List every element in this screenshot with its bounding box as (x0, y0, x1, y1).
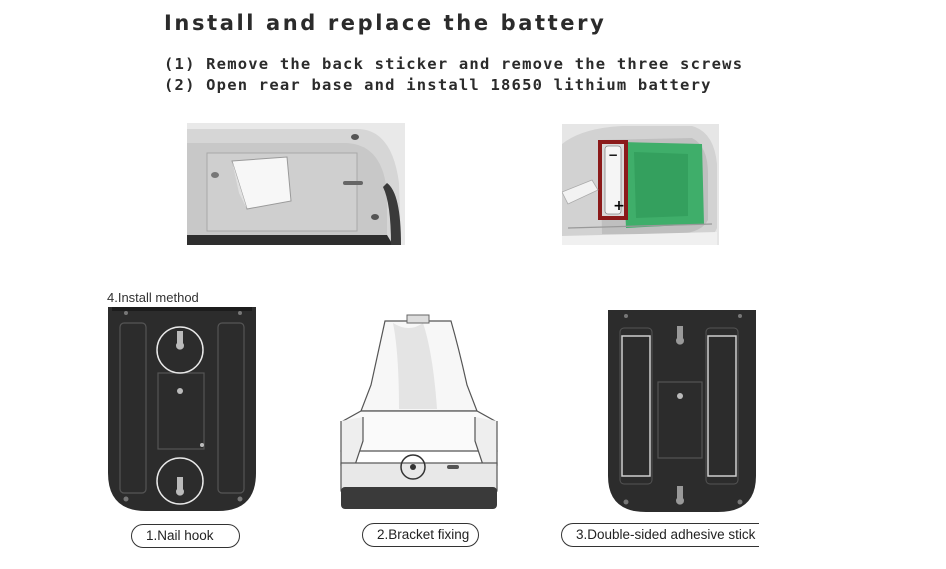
page-title: Install and replace the battery (164, 11, 607, 35)
nail-hook-label: 1.Nail hook (131, 524, 240, 548)
back-sticker-screws-image (187, 123, 405, 245)
nail-hook-drawing (108, 307, 256, 511)
adhesive-stick-drawing (608, 310, 756, 512)
step-2-text: (2) Open rear base and install 18650 lit… (164, 76, 712, 94)
adhesive-stick-label: 3.Double-sided adhesive stick (561, 523, 759, 547)
battery-plus-symbol: + (613, 198, 625, 214)
battery-compartment-image: − + (562, 124, 719, 245)
bracket-fixing-drawing (340, 314, 498, 509)
step-1-text: (1) Remove the back sticker and remove t… (164, 55, 744, 73)
bracket-fixing-label: 2.Bracket fixing (362, 523, 479, 547)
install-method-label: 4.Install method (107, 290, 199, 305)
battery-minus-symbol: − (608, 148, 618, 162)
